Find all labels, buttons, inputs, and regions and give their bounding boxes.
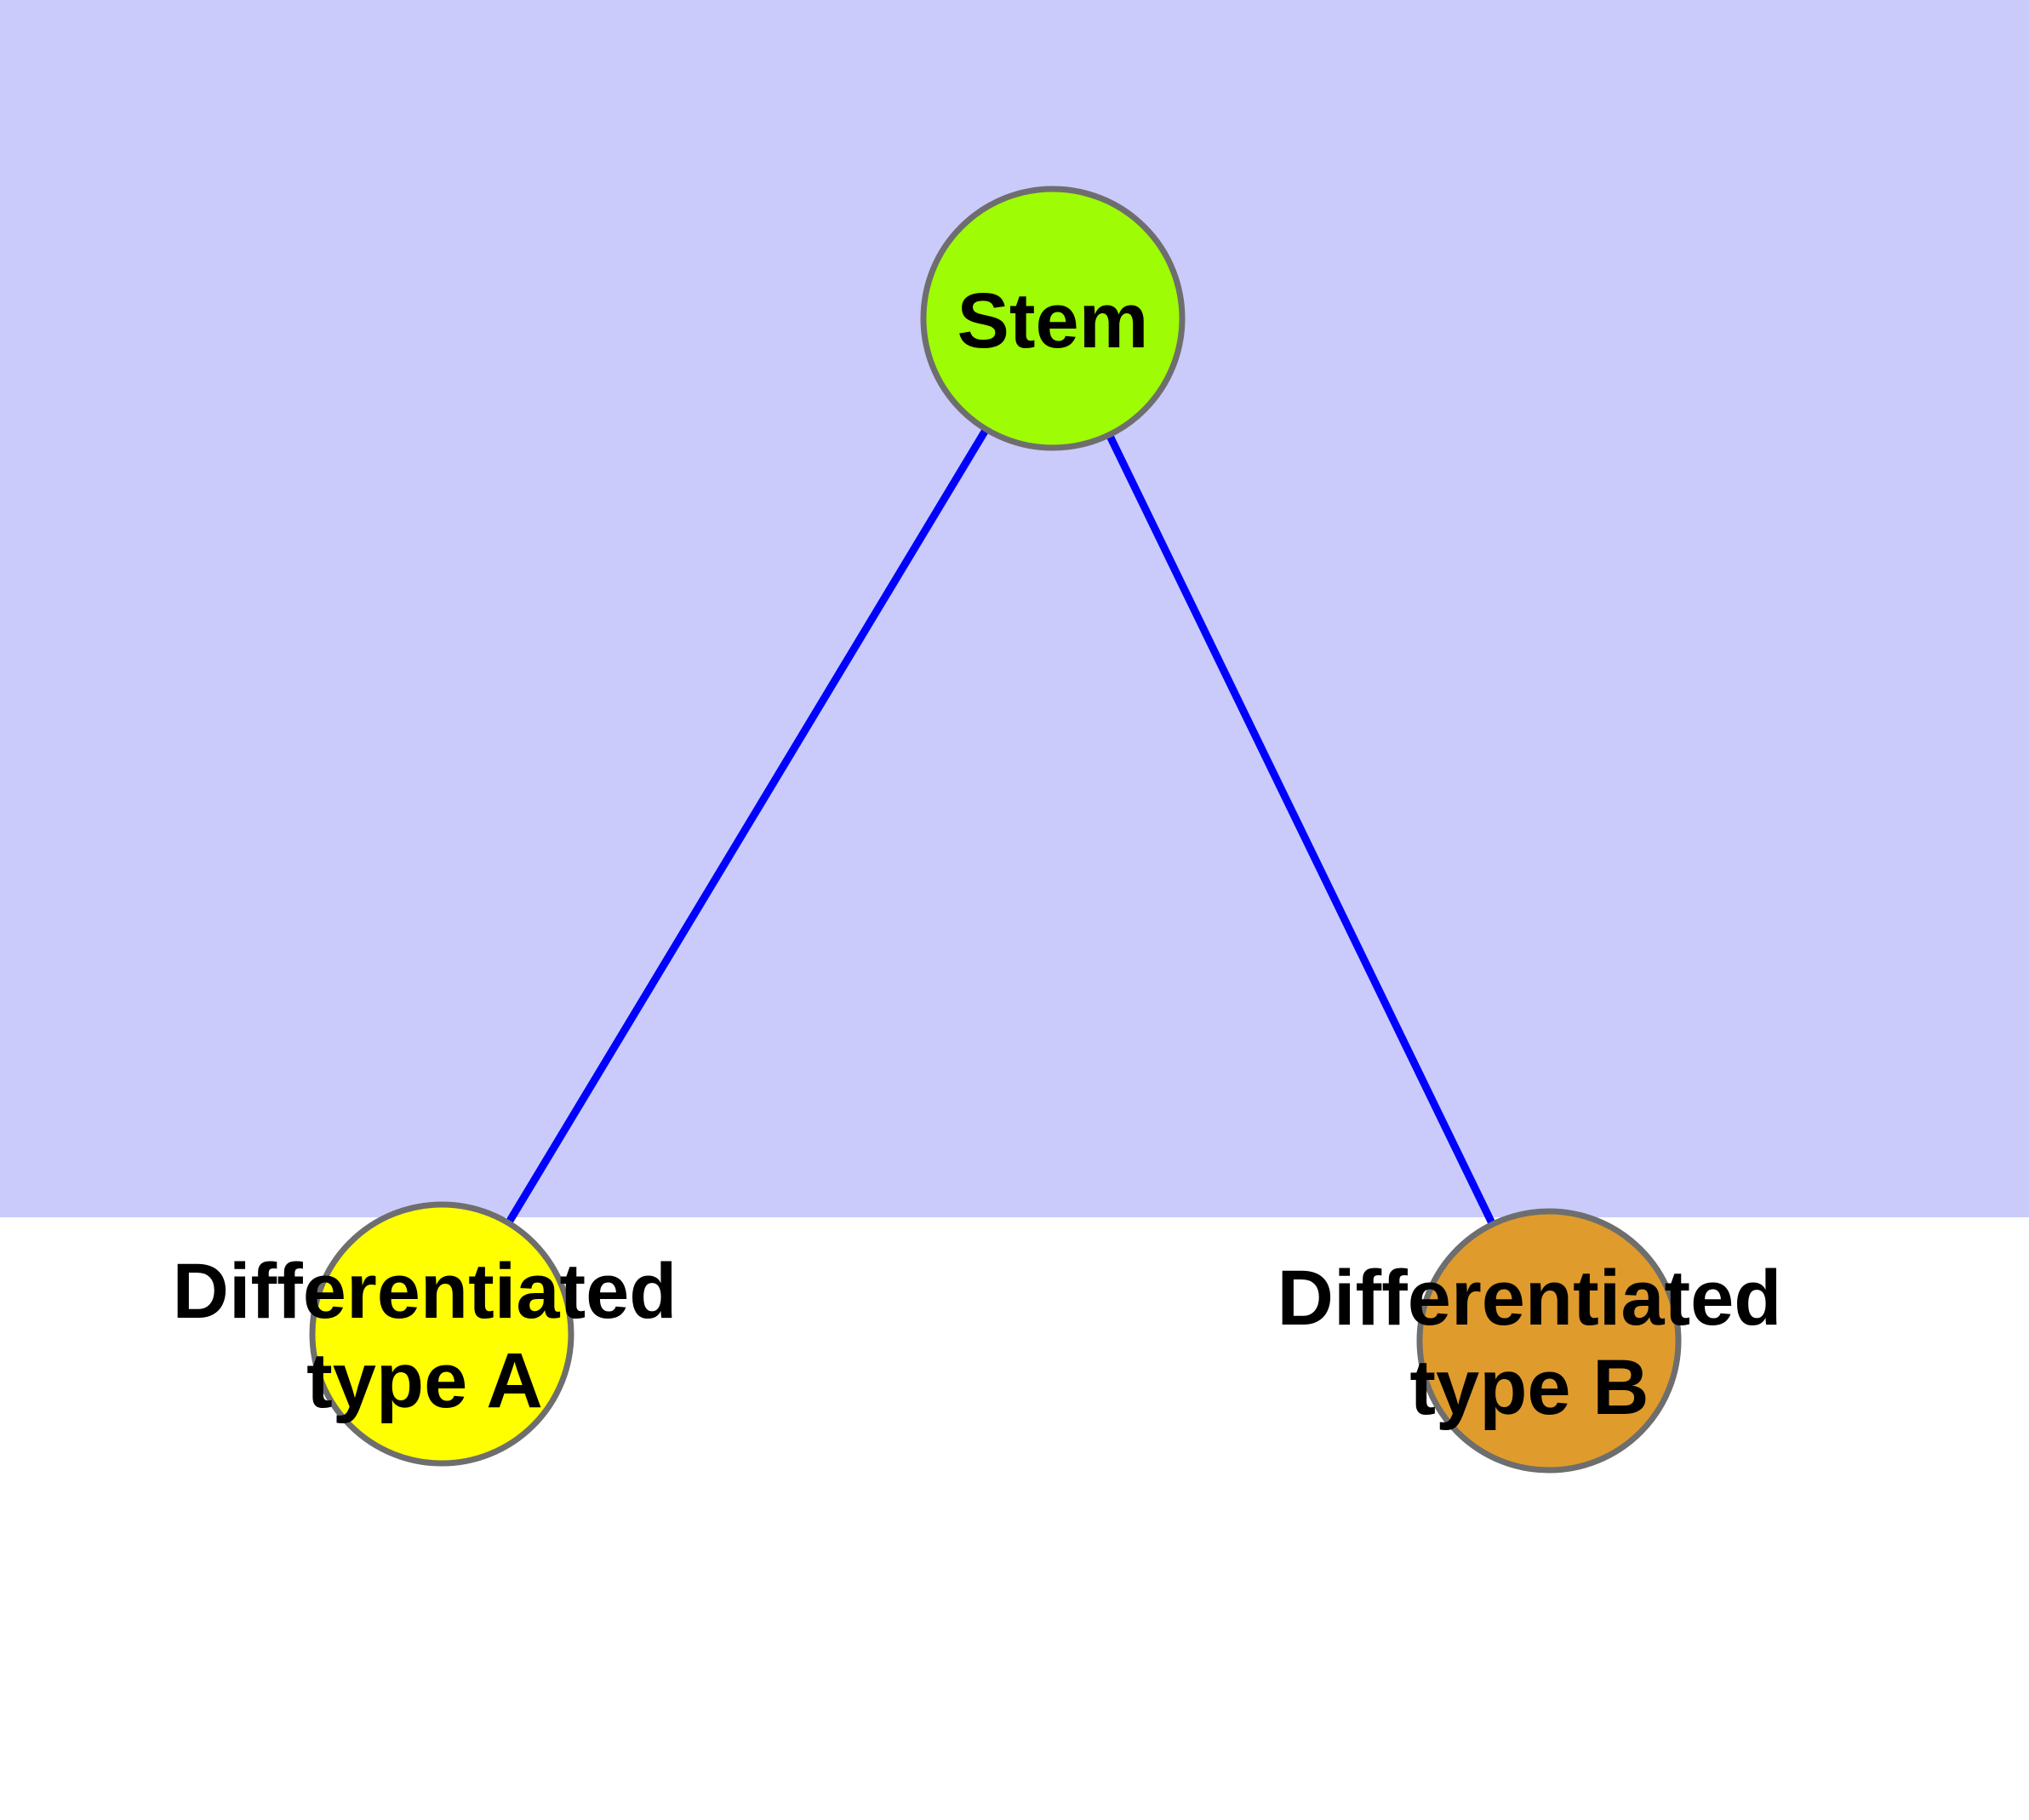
- edge-stem-to-diff-a[interactable]: [438, 316, 1056, 1336]
- node-label-stem: Stem: [957, 278, 1149, 364]
- edges-layer: [438, 316, 1553, 1342]
- node-label-line: Differentiated: [1277, 1255, 1782, 1342]
- diagram-background: [0, 0, 2029, 1217]
- node-stem[interactable]: [920, 186, 1186, 451]
- nodes-layer: [309, 186, 1682, 1474]
- edge-stem-to-diff-b[interactable]: [1049, 317, 1553, 1342]
- node-diff-a[interactable]: [309, 1201, 574, 1467]
- node-label-line: type A: [306, 1337, 543, 1424]
- node-label-line: Differentiated: [173, 1248, 677, 1335]
- node-diff-b[interactable]: [1416, 1208, 1682, 1474]
- node-label-line: Stem: [957, 278, 1149, 364]
- node-label-line: type B: [1409, 1344, 1649, 1431]
